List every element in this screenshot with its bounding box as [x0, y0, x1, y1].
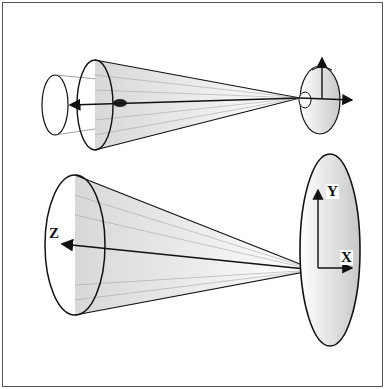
- bottom-cone: [45, 154, 360, 346]
- axis-label: Z: [48, 226, 60, 241]
- axis-label: X: [340, 250, 353, 265]
- top-cones: [42, 58, 352, 150]
- frame: [3, 3, 383, 387]
- axis-label: Y: [326, 184, 339, 199]
